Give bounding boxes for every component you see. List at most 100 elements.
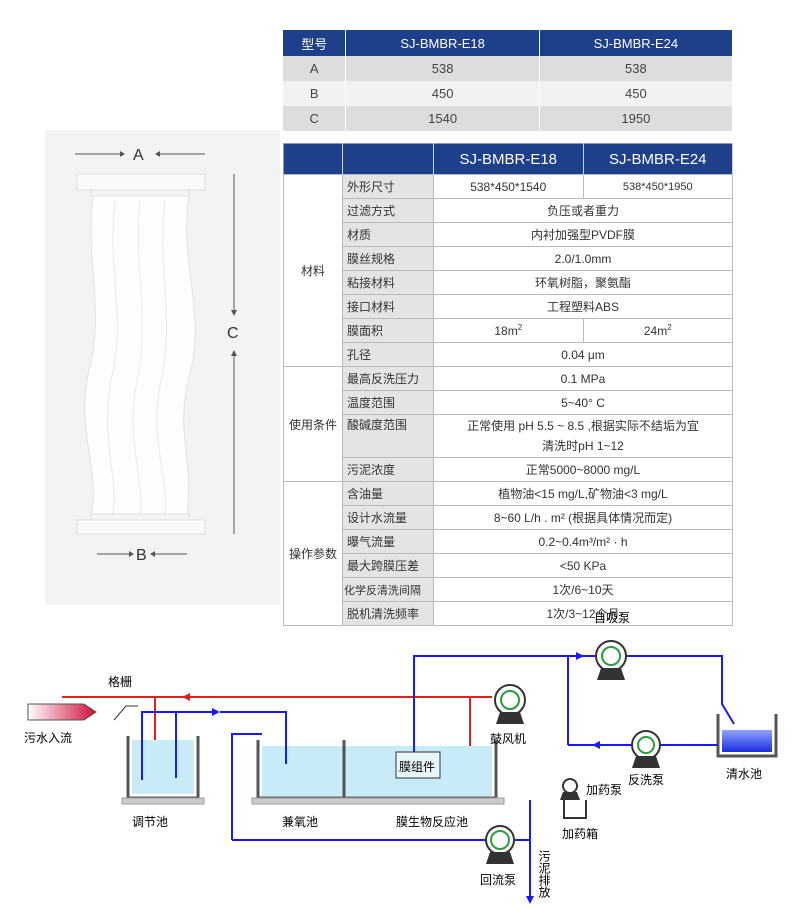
table-row: 温度范围 5~40° C [284,390,733,415]
row-label: 外形尺寸 [342,174,434,199]
grille-label: 格栅 [108,674,132,689]
fiber-line [107,199,118,515]
anoxic-tank-label: 兼氧池 [282,815,318,829]
fiber-bundle [84,195,196,517]
table-row: C 1540 1950 [283,106,734,131]
backwash-pump-icon [631,730,661,760]
table-row: 污泥浓度 正常5000~8000 mg/L [284,457,733,482]
membrane-module-box [395,751,441,779]
module-top-header [76,173,206,191]
category-operation: 操作参数 [283,481,343,626]
dim-b-label: B [136,547,147,564]
blower-impeller [500,690,520,710]
row-value: 24m2 [582,318,733,343]
area-e18: 18m [494,324,518,338]
dim-a-label: A [133,147,144,164]
table-row: 设计水流量 8~60 L/h . m² (根据具体情况而定) [284,505,733,530]
row-value: 正常使用 pH 5.5 ~ 8.5 ,根据实际不结垢为宜 清洗时pH 1~12 [433,414,733,458]
table-row: 曝气流量 0.2~0.4m³/m² · h [284,529,733,554]
blower-label: 鼓风机 [490,732,526,746]
row-value: 0.2~0.4m³/m² · h [433,529,733,554]
anoxic-mbr-water [262,746,492,796]
row-value: 环氧树脂，聚氨酯 [433,270,733,295]
water-arrow [212,708,220,716]
backwash-pump-impeller [637,736,655,754]
dosing-pump-icon [562,778,578,794]
row-value: 内衬加强型PVDF膜 [433,222,733,247]
cell: C [283,106,347,131]
row-value: 正常5000~8000 mg/L [433,457,733,482]
category-material: 材料 [283,174,343,367]
dosing-box-label: 加药箱 [562,826,598,841]
self-priming-pump-label: 自吸泵 [594,611,630,625]
row-value: 1次/6~10天 [433,577,733,602]
row-label: 接口材料 [342,294,434,319]
water-arrow [592,741,600,749]
clean-tank-wall [716,714,778,758]
table-row: 膜面积 18m2 24m2 [284,318,733,343]
return-pump-impeller [490,830,510,850]
row-label: 膜面积 [342,318,434,343]
table-row: 脱机清洗频率 1次/3~12个月 [284,601,733,626]
water-pipe-regulating [141,711,177,780]
module-bottom-header [76,519,206,535]
row-label: 设计水流量 [342,505,434,530]
row-value: 工程塑料ABS [433,294,733,319]
return-pump-base [486,852,514,864]
cell: 450 [539,81,734,106]
area-e24: 24m [643,324,668,338]
dim-arrow [231,350,237,356]
row-label: 含油量 [342,481,434,506]
header-e24: SJ-BMBR-E24 [539,30,734,56]
cell: B [283,81,347,106]
table-row: 酸碱度范围 正常使用 pH 5.5 ~ 8.5 ,根据实际不结垢为宜 清洗时pH… [284,414,733,458]
table-row: 化学反清洗间隔 1次/6~10天 [284,577,733,602]
regulating-tank-base [121,797,205,805]
blower-icon [494,684,526,716]
table-row: 使用条件 最高反洗压力 0.1 MPa [283,366,733,482]
row-label: 最高反洗压力 [342,366,434,391]
cell: 538 [345,56,540,81]
row-label: 粘接材料 [342,270,434,295]
table-row: 孔径 0.04 μm [284,342,733,367]
cell: A [283,56,347,81]
header-blank [342,143,434,175]
water-arrow [576,652,584,660]
header-e18: SJ-BMBR-E18 [345,30,540,56]
permeate-line-right [626,655,735,725]
header-e24: SJ-BMBR-E24 [583,143,733,175]
clean-tank-water [722,730,772,752]
table-row: 操作参数 含油量 植物油<15 mg/L,矿物油<3 mg/L [283,481,733,626]
anoxic-mbr-base [251,797,505,805]
row-value: 2.0/1.0mm [433,246,733,271]
self-priming-pump-base [597,668,625,680]
row-label: 最大跨膜压差 [342,553,434,578]
permeate-line [413,655,596,752]
row-value: 538*450*1950 [582,174,733,199]
return-pump-label: 回流泵 [480,873,516,887]
return-line-right [515,800,531,841]
grille-symbol [113,705,138,721]
row-value: 植物油<15 mg/L,矿物油<3 mg/L [433,481,733,506]
header-e18: SJ-BMBR-E18 [433,143,584,175]
header-blank [283,143,343,175]
dim-arrow [120,151,125,157]
cell: 450 [345,81,540,106]
dosing-pump-label: 加药泵 [586,783,622,797]
table-row: 粘接材料 环氧树脂，聚氨酯 [284,270,733,295]
dim-arrow [231,310,237,316]
fiber-line [132,199,143,515]
membrane-module-illustration: A C B [75,147,239,564]
row-value: 1次/3~12个月 [433,601,733,626]
table-row: B 450 450 [283,81,734,106]
area-unit-sup: 2 [517,323,523,332]
table-row: 材料 外形尺寸 538*450*1540 538*450*1950 [283,174,733,367]
model-dimension-table: 型号 SJ-BMBR-E18 SJ-BMBR-E24 A 538 538 B 4… [283,30,734,131]
backwash-pump-label: 反洗泵 [628,773,664,787]
blower-base [496,712,524,724]
row-value: <50 KPa [433,553,733,578]
sludge-arrow [526,896,534,904]
row-label: 化学反清洗间隔 [342,577,434,602]
table-row: 膜丝规格 2.0/1.0mm [284,246,733,271]
header-model: 型号 [283,30,347,56]
